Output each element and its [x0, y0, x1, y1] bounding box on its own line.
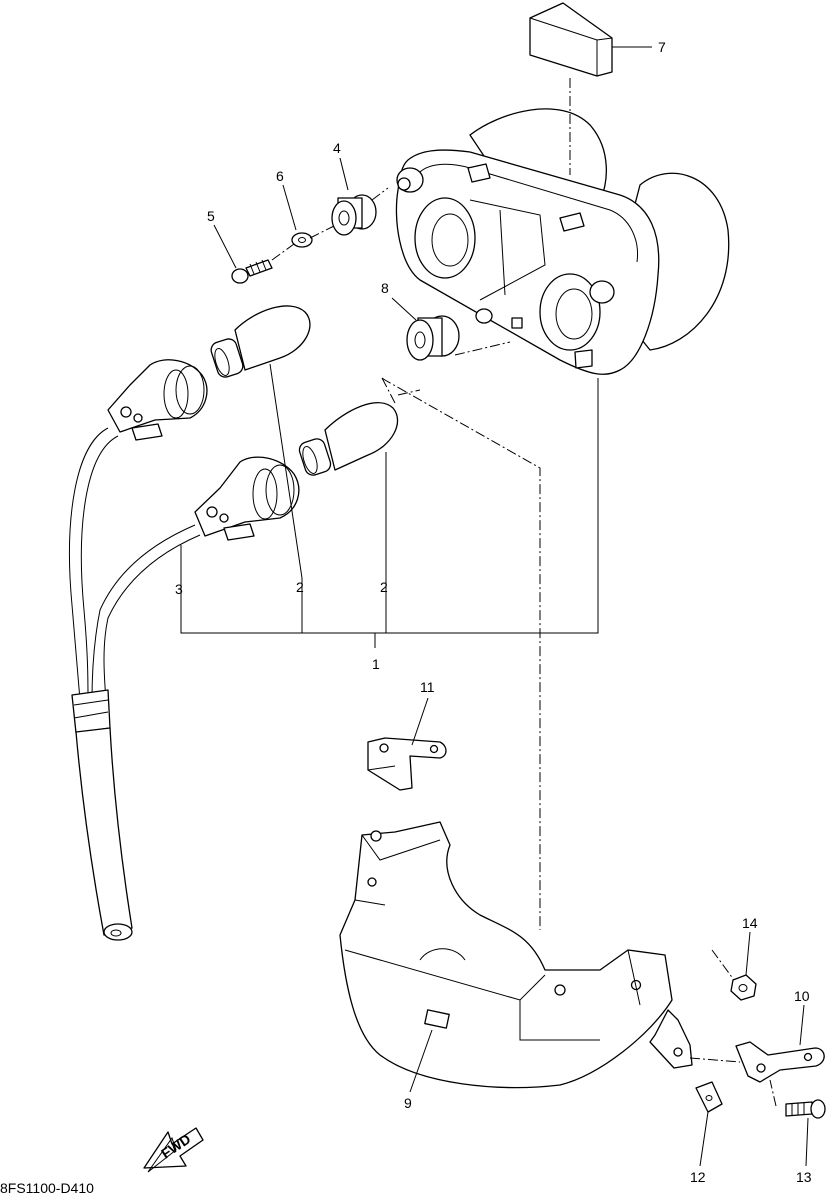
- callout-5: 5: [207, 208, 215, 224]
- part-10-stay: [735, 1041, 825, 1083]
- callout-4: 4: [333, 140, 341, 156]
- callout-12: 12: [690, 1169, 706, 1185]
- meter-housing: [395, 108, 730, 375]
- diagram-code: 8FS1100-D410: [0, 1180, 94, 1196]
- part-2-bulb-upper: [210, 305, 311, 378]
- part-14-nut: [730, 974, 757, 1001]
- callout-2a: 2: [296, 579, 304, 595]
- callout-6: 6: [276, 168, 284, 184]
- callout-numbers: 1 2 2 3 4 5 6 7 8 9 10 11 12 13 14: [175, 39, 812, 1185]
- part-5-screw: [231, 259, 273, 284]
- callout-1: 1: [372, 656, 380, 672]
- callout-7: 7: [658, 39, 666, 55]
- part-12-clip: [695, 1081, 723, 1113]
- fwd-arrow-icon: FWD: [143, 1127, 204, 1173]
- part-11-bracket: [367, 737, 447, 791]
- part-3-socket-harness: [69, 359, 300, 941]
- part-8-grommet: [406, 315, 460, 361]
- part-13-bolt: [785, 1099, 826, 1119]
- callout-leaders: [213, 46, 809, 1167]
- callout-14: 14: [742, 915, 758, 931]
- callout-2b: 2: [380, 579, 388, 595]
- callout-8: 8: [381, 280, 389, 296]
- leader-lines: [180, 78, 777, 1107]
- part-9-lower-cover: [339, 821, 673, 1089]
- callout-11: 11: [420, 679, 435, 695]
- callout-3: 3: [175, 581, 183, 597]
- part-6-washer: [291, 232, 313, 248]
- part-4-grommet: [331, 194, 377, 236]
- callout-9: 9: [404, 1095, 412, 1111]
- callout-10: 10: [794, 988, 810, 1004]
- part-7-foam-block: [529, 2, 613, 77]
- callout-13: 13: [796, 1169, 812, 1185]
- cover-mount-tab: [649, 1009, 693, 1069]
- part-2-bulb-lower: [298, 402, 399, 476]
